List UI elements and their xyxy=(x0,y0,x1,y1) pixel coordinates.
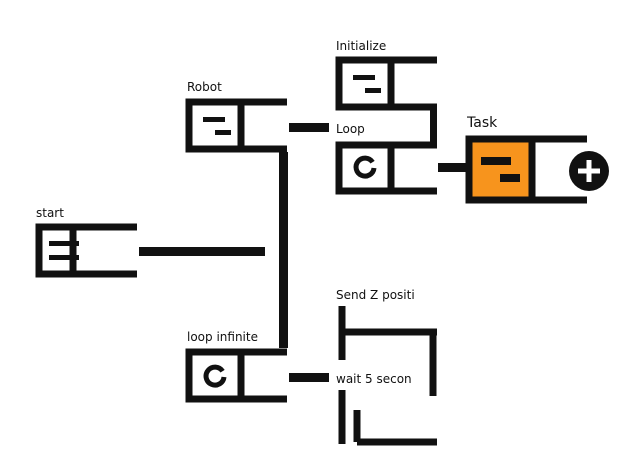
node-group-send-wait[interactable] xyxy=(338,306,437,446)
sequence-icon xyxy=(353,75,381,93)
node-task[interactable] xyxy=(465,135,587,204)
node-task-bracket xyxy=(532,135,587,204)
send-z-bracket xyxy=(338,306,437,396)
connector-start-robot xyxy=(139,247,265,256)
node-loop-bracket xyxy=(391,141,437,195)
wait-bracket xyxy=(338,390,437,446)
node-start[interactable] xyxy=(35,223,137,278)
sequence-icon xyxy=(203,117,231,135)
node-start-label: start xyxy=(36,206,64,220)
node-initialize-label: Initialize xyxy=(336,39,387,53)
node-send-z-label: Send Z positi xyxy=(336,288,414,302)
node-initialize-box xyxy=(335,56,395,111)
connector-loop-task xyxy=(438,163,466,172)
node-robot-label: Robot xyxy=(187,80,222,94)
add-child-button[interactable] xyxy=(569,151,609,191)
sequence-icon xyxy=(49,241,79,260)
connector-loopinf-sendz xyxy=(289,373,329,382)
node-loop-box xyxy=(335,141,395,195)
node-robot-box xyxy=(185,98,245,153)
plus-icon xyxy=(578,160,600,182)
node-loop-infinite-bracket xyxy=(241,348,287,403)
loop-icon xyxy=(353,155,377,179)
node-loop-infinite[interactable] xyxy=(185,348,287,403)
node-start-box xyxy=(35,223,77,278)
sequence-icon xyxy=(481,157,520,182)
node-task-box xyxy=(465,135,536,204)
node-robot[interactable] xyxy=(185,98,287,153)
node-start-bracket xyxy=(73,223,137,278)
node-initialize-bracket xyxy=(391,56,437,111)
node-loop-infinite-box xyxy=(185,348,245,403)
loop-icon xyxy=(203,364,227,388)
node-wait-label: wait 5 secon xyxy=(336,372,415,386)
connector-trunk-vertical xyxy=(279,152,288,348)
node-task-label: Task xyxy=(467,116,498,130)
node-loop-infinite-label: loop infinite xyxy=(187,330,258,344)
node-loop-label: Loop xyxy=(336,122,365,136)
node-robot-bracket xyxy=(241,98,287,153)
node-loop[interactable] xyxy=(335,141,437,195)
node-initialize[interactable] xyxy=(335,56,437,111)
connectors xyxy=(139,123,466,382)
connector-robot-initialize xyxy=(289,123,329,132)
